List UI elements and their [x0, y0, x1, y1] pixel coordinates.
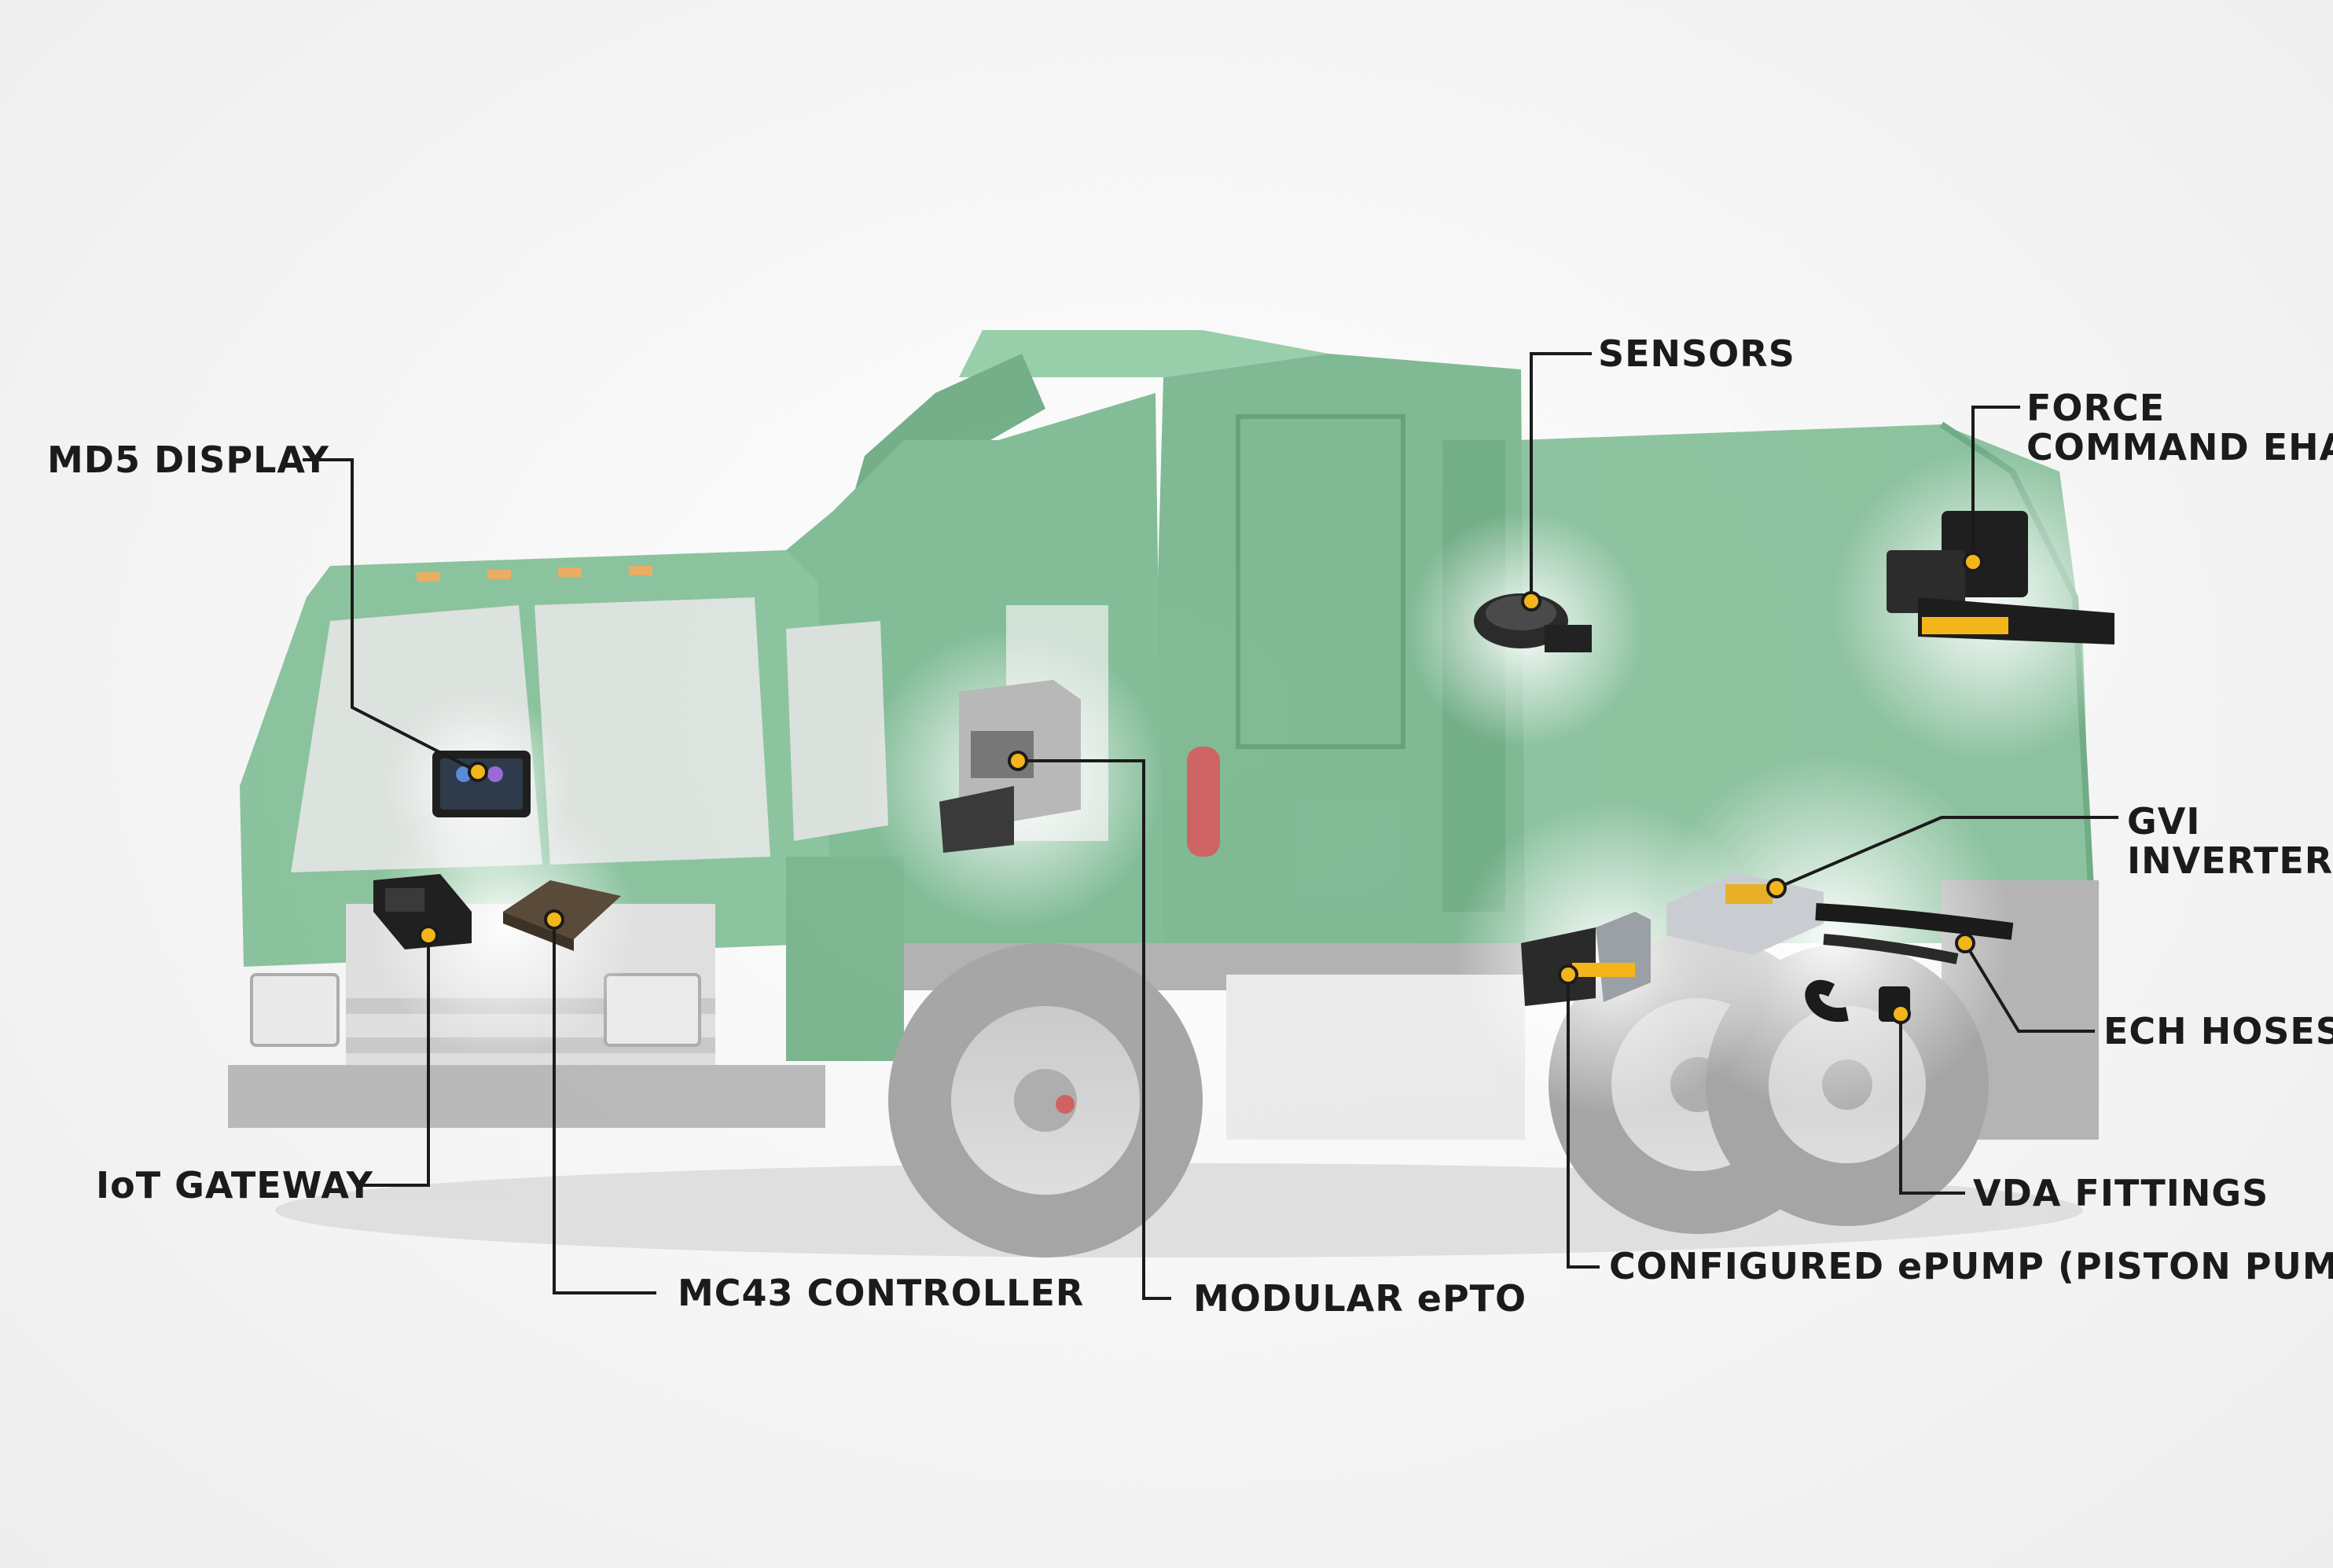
label-gvi-inverter-line1: GVI [2127, 800, 2201, 843]
configured-epump-component [1521, 912, 1651, 1006]
label-ech-hoses: ECH HOSES [2103, 1010, 2333, 1052]
ech-hoses-component [1815, 903, 2014, 964]
dot-ech-hoses [1955, 933, 1975, 953]
leader-md5-display [303, 458, 479, 773]
mc43-controller-component [503, 880, 621, 951]
callout-dots [418, 552, 1983, 1024]
label-sensors: SENSORS [1598, 332, 1795, 375]
dot-sensors [1521, 591, 1541, 611]
label-force-command-line2: COMMAND EHA [2026, 426, 2333, 468]
dot-md5-display [468, 762, 488, 782]
dot-force-command [1963, 552, 1983, 572]
label-configured-epump: CONFIGURED ePUMP (PISTON PUMP) [1609, 1245, 2333, 1287]
leader-iot-gateway [355, 935, 430, 1187]
leader-vda-fittings [1899, 1014, 1965, 1195]
label-modular-epto: MODULAR ePTO [1193, 1277, 1527, 1320]
dot-configured-epump [1558, 964, 1578, 985]
label-gvi-inverter-line2: INVERTER [2127, 839, 2333, 882]
dot-gvi-inverter [1766, 878, 1787, 898]
leader-gvi-inverter [1776, 816, 2118, 890]
leader-sensors [1530, 352, 1592, 601]
iot-gateway-component [373, 874, 472, 949]
label-gvi-inverter: GVI INVERTER [2127, 802, 2333, 880]
md5-display-component [432, 751, 531, 817]
label-iot-gateway: IoT GATEWAY [96, 1164, 373, 1206]
leader-modular-epto [1018, 759, 1171, 1300]
label-force-command-eha: FORCE COMMAND EHA [2026, 388, 2333, 467]
dot-modular-epto [1008, 751, 1028, 771]
leader-configured-epump [1567, 975, 1600, 1269]
label-md5-display: MD5 DISPLAY [47, 439, 329, 481]
force-command-eha-component [1887, 511, 2114, 644]
front-wheel [888, 943, 1203, 1258]
label-vda-fittings: VDA FITTINGS [1973, 1172, 2269, 1214]
label-mc43-controller: MC43 CONTROLLER [678, 1272, 1085, 1314]
leader-force-command [1971, 406, 2020, 562]
label-force-command-line1: FORCE [2026, 387, 2166, 429]
leader-lines [303, 352, 2118, 1300]
leader-mc43-controller [553, 920, 656, 1294]
dot-mc43-controller [544, 909, 564, 930]
dot-iot-gateway [418, 925, 439, 946]
leader-ech-hoses [1964, 942, 2095, 1033]
dot-vda-fittings [1890, 1004, 1911, 1024]
